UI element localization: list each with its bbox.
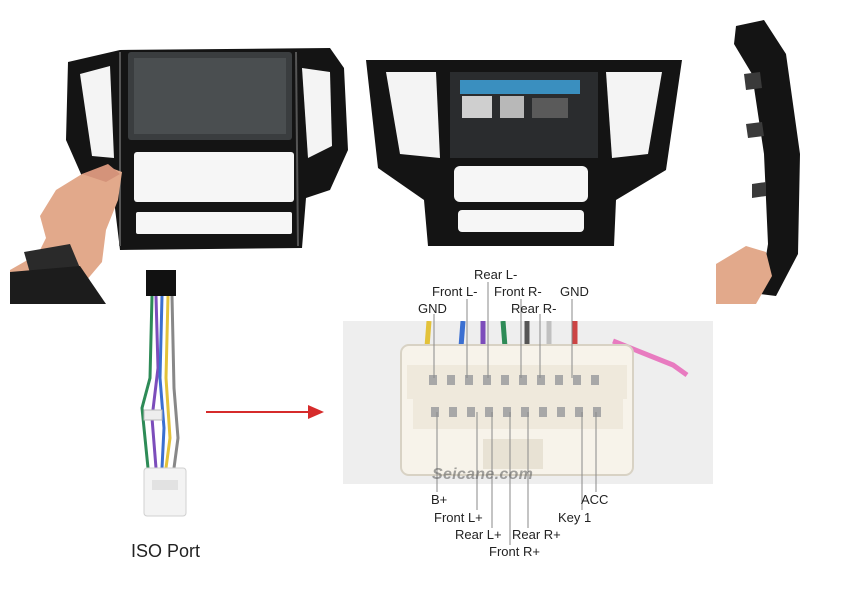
pin-label-front-l-minus: Front L- xyxy=(432,284,478,299)
pin-label-front-r-minus: Front R- xyxy=(494,284,542,299)
pin-label-gnd-right: GND xyxy=(560,284,589,299)
pin-label-rear-l-plus: Rear L+ xyxy=(455,527,502,542)
pin-label-front-r-plus: Front R+ xyxy=(489,544,540,559)
iso-port-caption: ISO Port xyxy=(131,541,201,561)
pin-label-rear-l-minus: Rear L- xyxy=(474,267,518,282)
frame-front-photo xyxy=(10,40,352,304)
iso-harness-photo xyxy=(122,268,206,524)
arrow-right-icon xyxy=(206,405,324,419)
watermark: Seicane.com xyxy=(432,466,534,483)
frame-side-photo xyxy=(716,14,812,304)
pin-label-key1: Key 1 xyxy=(558,510,592,525)
pin-label-b-plus: B+ xyxy=(431,492,448,507)
frame-rear-photo xyxy=(366,50,682,250)
pin-label-rear-r-minus: Rear R- xyxy=(511,301,557,316)
pin-label-front-l-plus: Front L+ xyxy=(434,510,483,525)
pin-label-acc: ACC xyxy=(581,492,609,507)
pin-label-gnd-left: GND xyxy=(418,301,447,316)
pin-label-rear-r-plus: Rear R+ xyxy=(512,527,561,542)
